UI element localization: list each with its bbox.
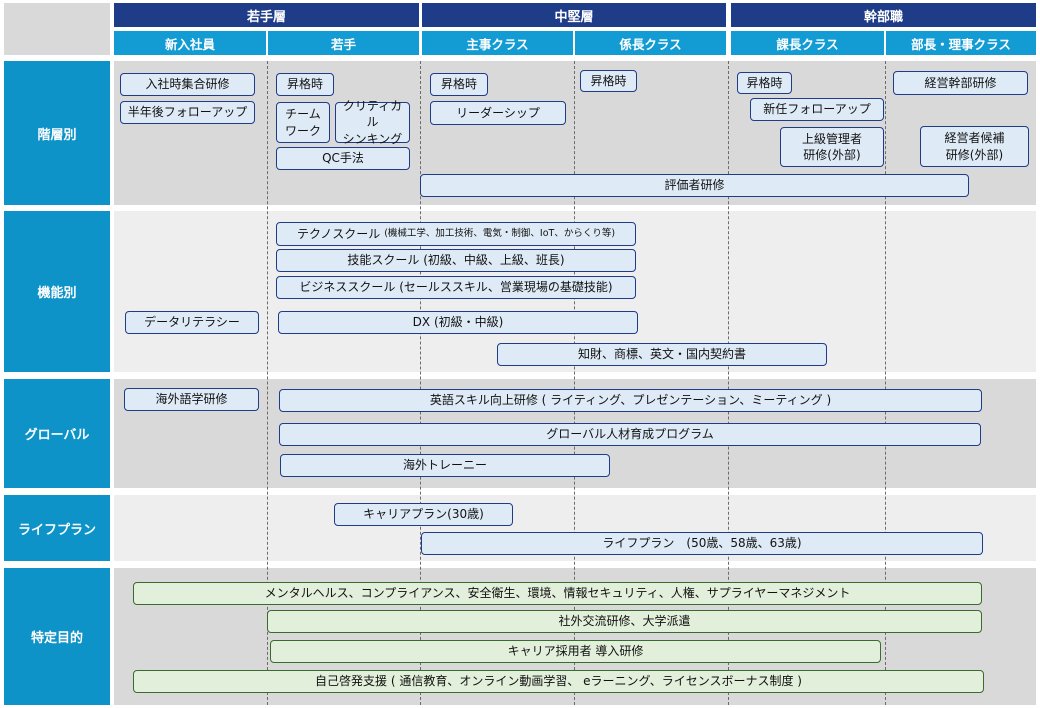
program-kaigai-trainee: 海外トレーニー (280, 454, 610, 477)
subheader-kacho: 課長クラス (731, 31, 884, 55)
program-qc: QC手法 (276, 147, 410, 170)
program-career-saiyo: キャリア採用者 導入研修 (270, 640, 881, 663)
program-chizai: 知財、商標、英文・国内契約書 (497, 343, 827, 366)
corner-cell (4, 3, 110, 55)
column-divider (267, 61, 268, 705)
program-mental-compliance: メンタルヘルス、コンプライアンス、安全衛生、環境、情報セキュリティ、人権、サプラ… (133, 582, 982, 605)
row-label-kinou: 機能別 (4, 211, 110, 372)
program-keieisha-kouho: 経営者候補 研修(外部) (920, 126, 1029, 167)
header-chuken-sou: 中堅層 (422, 3, 726, 27)
program-jiko-keihatsu: 自己啓発支援 ( 通信教育、オンライン動画学習、 eラーニング、ライセンスボーナ… (133, 670, 984, 693)
program-shokaku-kacho: 昇格時 (737, 72, 792, 94)
program-life-plan: ライフプラン (50歳、58歳、63歳) (421, 532, 983, 555)
column-divider (420, 61, 421, 705)
program-global-jinzai: グローバル人材育成プログラム (279, 423, 981, 446)
program-gino-school: 技能スクール (初級、中級、上級、班長) (276, 249, 636, 272)
techno-school-detail: (機械工学、加工技術、電気・制御、IoT、からくり等) (384, 227, 616, 239)
program-eigo-skill: 英語スキル向上研修 ( ライティング、プレゼンテーション、ミーティング ) (279, 389, 982, 412)
row-label-lifeplan: ライフプラン (4, 495, 110, 561)
program-jokyu-kanri: 上級管理者 研修(外部) (780, 127, 884, 167)
header-kanbu-shoku: 幹部職 (731, 3, 1036, 27)
program-shinnin-follow: 新任フォローアップ (750, 98, 884, 121)
program-dx: DX (初級・中級) (278, 311, 638, 334)
program-gaikokugo: 海外語学研修 (124, 388, 259, 411)
row-label-kaisou: 階層別 (4, 61, 110, 205)
subheader-wakate: 若手 (268, 31, 419, 55)
program-techno-school: テクノスクール (機械工学、加工技術、電気・制御、IoT、からくり等) (276, 222, 636, 246)
program-business-school: ビジネススクール (セールススキル、営業現場の基礎技能) (276, 276, 636, 299)
program-shokaku-shuji: 昇格時 (430, 73, 488, 96)
program-nyusha-shugo: 入社時集合研修 (120, 73, 255, 96)
subheader-bucho-riji: 部長・理事クラス (886, 31, 1036, 55)
subheader-shinnyu: 新入社員 (114, 31, 266, 55)
subheader-shuji: 主事クラス (422, 31, 573, 55)
program-shokaku-kakaricho: 昇格時 (580, 70, 637, 92)
subheader-kakaricho: 係長クラス (575, 31, 726, 55)
techno-school-title: テクノスクール (296, 226, 381, 241)
program-keiei-kanbu: 経営幹部研修 (893, 71, 1028, 95)
program-hantoshi-follow: 半年後フォローアップ (120, 101, 255, 124)
row-label-global: グローバル (4, 379, 110, 488)
column-divider (728, 61, 729, 705)
program-shagai-koryu: 社外交流研修、大学派遣 (267, 610, 982, 633)
program-hyoukasha: 評価者研修 (420, 174, 969, 197)
program-teamwork: チーム ワーク (276, 102, 330, 143)
program-data-literacy: データリテラシー (125, 311, 259, 334)
program-critical-thinking: クリティカル シンキング (335, 99, 410, 146)
header-wakate-sou: 若手層 (114, 3, 419, 27)
program-career-plan-30: キャリアプラン(30歳) (334, 503, 513, 526)
program-leadership: リーダーシップ (430, 101, 566, 125)
column-divider (885, 61, 886, 705)
row-label-tokutei: 特定目的 (4, 568, 110, 705)
column-divider (574, 61, 575, 705)
program-shokaku-wakate: 昇格時 (276, 73, 334, 96)
